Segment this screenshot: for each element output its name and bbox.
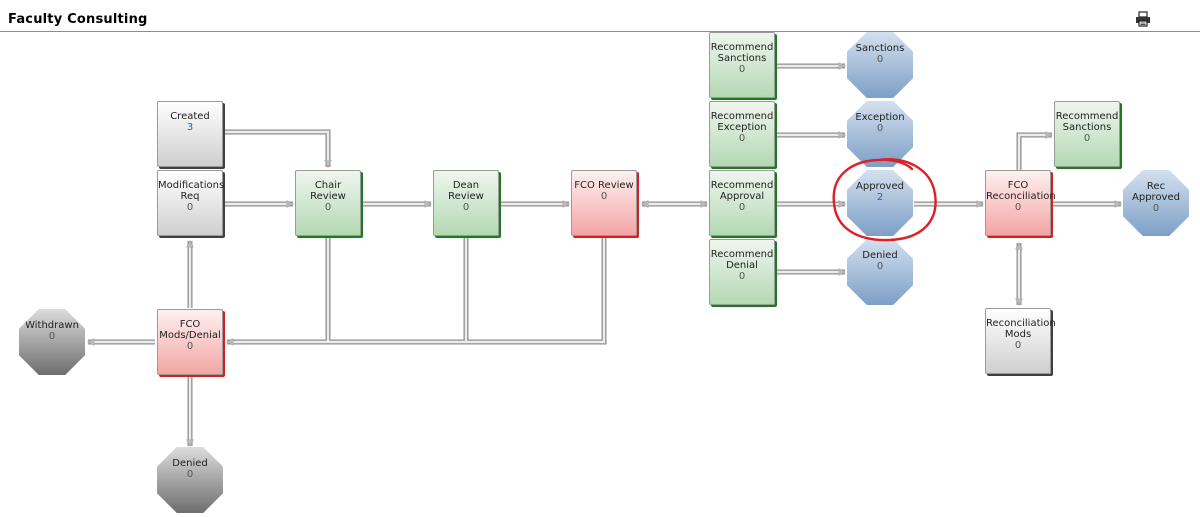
node-recommend-exception[interactable]: Recommend Exception 0 — [709, 101, 775, 167]
node-count[interactable]: 2 — [876, 192, 884, 203]
node-label: Chair Review — [310, 180, 346, 202]
node-label: Recommend Sanctions — [710, 42, 774, 64]
connector-return-line — [227, 238, 607, 345]
node-count: 0 — [600, 191, 608, 202]
connector-fcorecon-recsanctions — [1016, 132, 1052, 170]
node-count: 0 — [48, 331, 56, 342]
node-modifications-req[interactable]: Modifications Req 0 — [157, 170, 225, 236]
node-denied-left[interactable]: Denied 0 — [157, 447, 223, 513]
node-dean-review[interactable]: Dean Review 0 — [433, 170, 499, 236]
node-count: 0 — [1083, 133, 1091, 144]
node-label: Exception — [855, 112, 905, 123]
node-count: 0 — [738, 64, 746, 75]
node-label: Recommend Sanctions — [1055, 111, 1119, 133]
node-label: Approved — [856, 181, 904, 192]
node-label: Dean Review — [448, 180, 484, 202]
node-count: 0 — [186, 469, 194, 480]
node-label: Rec Approved — [1132, 181, 1180, 203]
node-label: Reconciliation Mods — [986, 318, 1056, 340]
node-label: Recommend Approval — [710, 180, 774, 202]
page-header: Faculty Consulting — [0, 0, 1200, 32]
node-count: 0 — [738, 133, 746, 144]
node-fco-review[interactable]: FCO Review 0 — [571, 170, 637, 236]
node-sanctions[interactable]: Sanctions 0 — [847, 32, 913, 98]
node-count: 0 — [1152, 203, 1160, 214]
node-exception[interactable]: Exception 0 — [847, 101, 913, 167]
node-approved[interactable]: Approved 2 — [847, 170, 913, 236]
node-label: Created — [170, 111, 210, 122]
node-count: 0 — [738, 202, 746, 213]
node-label: Modifications Req — [158, 180, 225, 202]
node-recommend-sanctions[interactable]: Recommend Sanctions 0 — [709, 32, 775, 98]
node-label: Recommend Denial — [710, 249, 774, 271]
node-recommend-approval[interactable]: Recommend Approval 0 — [709, 170, 775, 236]
node-fco-reconciliation[interactable]: FCO Reconciliation 0 — [985, 170, 1056, 236]
node-count[interactable]: 3 — [186, 122, 194, 133]
node-label: Sanctions — [855, 43, 905, 54]
node-recommend-sanctions-2[interactable]: Recommend Sanctions 0 — [1054, 101, 1120, 167]
node-label: Recommend Exception — [710, 111, 774, 133]
page-title: Faculty Consulting — [8, 12, 148, 27]
node-label: FCO Mods/Denial — [159, 319, 221, 341]
node-count: 0 — [324, 202, 332, 213]
node-withdrawn[interactable]: Withdrawn 0 — [19, 309, 85, 375]
node-label: Withdrawn — [25, 320, 79, 331]
node-denied-right[interactable]: Denied 0 — [847, 239, 913, 305]
printer-icon[interactable] — [1134, 10, 1152, 28]
node-count: 0 — [186, 341, 194, 352]
node-reconciliation-mods[interactable]: Reconciliation Mods 0 — [985, 308, 1056, 374]
node-count: 0 — [876, 261, 884, 272]
node-label: Denied — [862, 250, 898, 261]
node-count: 0 — [1014, 340, 1022, 351]
node-count: 0 — [876, 123, 884, 134]
node-count: 0 — [1014, 202, 1022, 213]
node-count: 0 — [186, 202, 194, 213]
node-count: 0 — [738, 271, 746, 282]
node-label: FCO Reconciliation — [986, 180, 1056, 202]
node-rec-approved[interactable]: Rec Approved 0 — [1123, 170, 1189, 236]
node-count: 0 — [462, 202, 470, 213]
node-label: FCO Review — [574, 180, 634, 191]
node-fco-mods-denial[interactable]: FCO Mods/Denial 0 — [157, 309, 223, 375]
node-count: 0 — [876, 54, 884, 65]
node-recommend-denial[interactable]: Recommend Denial 0 — [709, 239, 775, 305]
node-label: Denied — [172, 458, 208, 469]
node-created[interactable]: Created 3 — [157, 101, 223, 167]
connector-created-chair — [222, 129, 331, 167]
node-chair-review[interactable]: Chair Review 0 — [295, 170, 361, 236]
